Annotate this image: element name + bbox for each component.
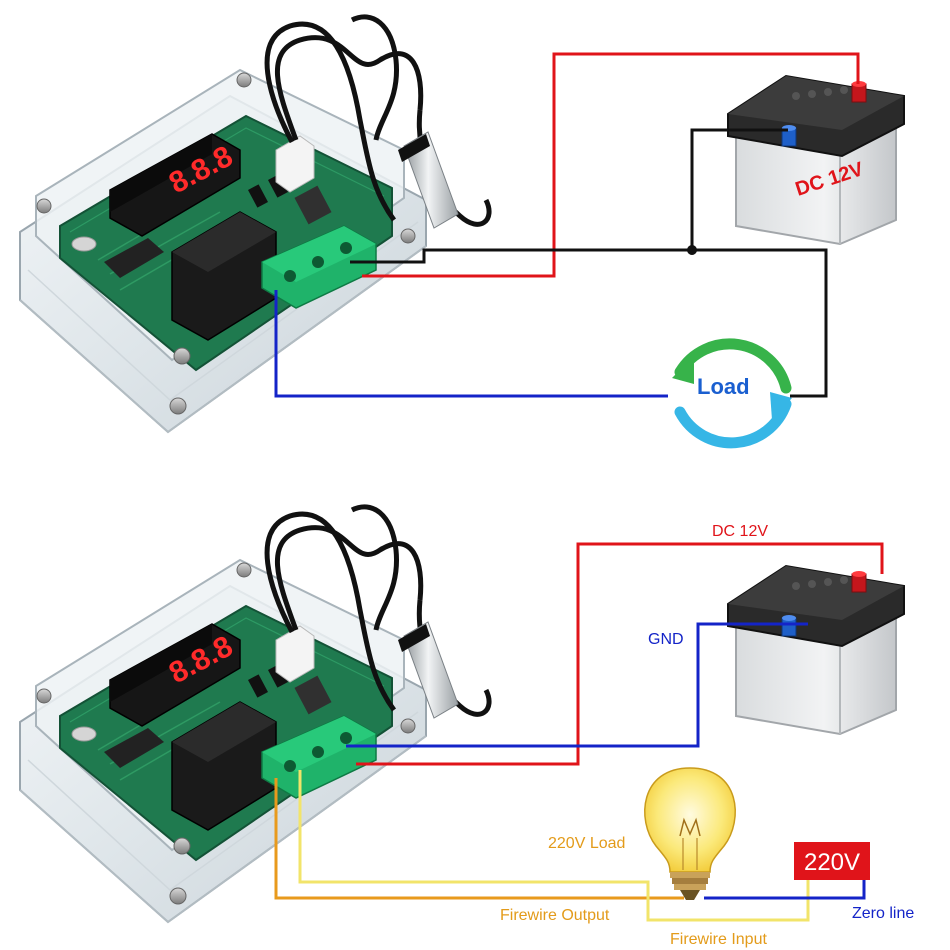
battery-bottom xyxy=(727,565,905,735)
battery-top xyxy=(727,75,905,245)
load-label-bottom: 220V Load xyxy=(548,835,625,852)
fire-output-wire xyxy=(274,778,684,900)
positive-wire-bottom xyxy=(356,542,884,766)
top-diagram: 8.8.8 DC 12V Load xyxy=(20,17,905,449)
zero-line-wire xyxy=(704,872,866,900)
positive-wire-top xyxy=(362,52,860,278)
negative-wire-top xyxy=(690,128,788,250)
fire-input-label: Firewire Input xyxy=(670,931,767,948)
load-label-top: Load xyxy=(697,374,750,399)
mains-label: 220V xyxy=(804,849,860,876)
dc-label-bottom: DC 12V xyxy=(712,523,768,540)
wire-junction-dot xyxy=(687,245,697,255)
gnd-label-bottom: GND xyxy=(648,631,684,648)
load-cycle-icon xyxy=(672,338,792,449)
load-feed-wire-top xyxy=(274,290,668,398)
fire-output-label: Firewire Output xyxy=(500,907,610,924)
gnd-wire-bottom xyxy=(346,622,808,748)
thermostat-module-bottom xyxy=(20,507,489,922)
light-bulb-icon xyxy=(644,767,736,900)
zero-line-label: Zero line xyxy=(852,905,914,922)
bottom-diagram: 8.8.8 DC 12V GND Firewire Output Firewir… xyxy=(20,507,914,948)
fire-input-wire xyxy=(298,770,810,922)
mains-badge xyxy=(794,842,870,880)
thermostat-module-top xyxy=(20,17,489,432)
load-return-wire-top xyxy=(350,248,828,398)
